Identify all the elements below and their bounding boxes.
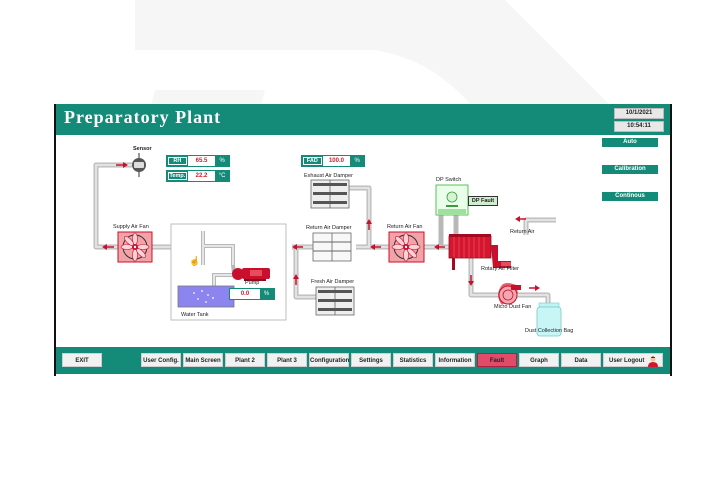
rh-value: 65.5: [187, 156, 216, 166]
nav-graph[interactable]: Graph: [519, 353, 559, 367]
hmi-window: Preparatory Plant 10/1/2021 10:54:11 Aut…: [54, 104, 672, 376]
water-tank-icon: [177, 285, 235, 308]
title-bar: Preparatory Plant 10/1/2021 10:54:11: [56, 104, 670, 135]
page-title: Preparatory Plant: [64, 107, 222, 127]
exhaust-air-damper-label: Exhaust Air Damper: [304, 173, 353, 179]
micro-dust-fan-icon: [498, 283, 521, 305]
nav-user-logout[interactable]: User Logout: [603, 353, 663, 367]
pump-label: Pump: [245, 280, 260, 286]
return-air-damper-icon: [312, 232, 352, 262]
time-display: 10:54:11: [614, 121, 664, 132]
rotary-air-filter-icon: [448, 234, 511, 270]
date-display: 10/1/2021: [614, 108, 664, 119]
piping-layer: [93, 153, 562, 337]
mode-continous-button[interactable]: Continous: [602, 192, 658, 201]
micro-dust-fan-label: Micro Dust Fan: [494, 304, 532, 310]
nav-fault[interactable]: Fault: [477, 353, 517, 367]
mouse-cursor-icon: ☝: [189, 256, 201, 266]
supply-air-fan-icon: [117, 231, 153, 263]
temp-key: Temp.: [168, 172, 187, 180]
dust-collection-bag-icon: [536, 302, 562, 337]
return-air-damper-label: Return Air Damper: [306, 225, 352, 231]
mode-calibration-button[interactable]: Calibration: [602, 165, 658, 174]
dp-switch-label: DP Switch: [436, 177, 462, 183]
nav-data[interactable]: Data: [561, 353, 601, 367]
temp-value: 22.2: [187, 171, 216, 181]
fad-unit: %: [354, 158, 360, 164]
pump-unit: %: [263, 291, 270, 297]
rh-readout: RH 65.5 %: [166, 155, 230, 167]
dp-switch-icon: [435, 184, 469, 216]
return-air-label: Return Air: [510, 229, 535, 235]
fresh-air-damper-icon: [315, 286, 355, 316]
nav-plant-2[interactable]: Plant 2: [225, 353, 265, 367]
rotary-air-filter-label: Rotary Air Filter: [481, 266, 519, 272]
return-air-fan-label: Return Air Fan: [387, 224, 423, 230]
fad-readout: FAD 100.0 %: [301, 155, 365, 167]
rh-key: RH: [168, 157, 187, 165]
exhaust-air-damper-icon: [310, 179, 350, 209]
mode-auto-button[interactable]: Auto: [602, 138, 658, 147]
fad-value: 100.0: [322, 156, 351, 166]
exit-button[interactable]: EXIT: [62, 353, 102, 367]
sensor-icon: [132, 153, 146, 177]
pump-value: 0.0: [230, 289, 260, 299]
water-tank-label: Water Tank: [181, 312, 209, 318]
temp-readout: Temp. 22.2 °C: [166, 170, 230, 182]
return-air-fan-icon: [388, 231, 425, 263]
dp-fault-indicator: DP Fault: [468, 196, 498, 206]
dust-collection-bag-label: Dust Collection Bag: [525, 328, 574, 334]
temp-unit: °C: [218, 173, 226, 179]
user-logout-label: User Logout: [609, 358, 645, 364]
sensor-label: Sensor: [133, 146, 152, 152]
fad-key: FAD: [303, 157, 322, 165]
rh-unit: %: [219, 158, 225, 164]
pump-icon: [232, 268, 270, 281]
pump-readout: 0.0 %: [229, 288, 275, 300]
supply-air-fan-label: Supply Air Fan: [113, 224, 149, 230]
navigation-bar: EXIT User Config. Main Screen Plant 2 Pl…: [56, 347, 670, 374]
fresh-air-damper-label: Fresh Air Damper: [311, 279, 355, 285]
background-watermark: [135, 0, 615, 110]
nav-configuration[interactable]: Configuration: [309, 353, 349, 367]
process-diagram: Sensor Supply Air Fan Water Tank Pump Ex…: [56, 135, 670, 347]
nav-statistics[interactable]: Statistics: [393, 353, 433, 367]
nav-plant-3[interactable]: Plant 3: [267, 353, 307, 367]
flow-arrows: [102, 162, 540, 291]
nav-information[interactable]: Information: [435, 353, 475, 367]
user-avatar-icon: [648, 356, 658, 367]
exhaust-duct: [349, 185, 372, 247]
nav-user-config[interactable]: User Config.: [141, 353, 181, 367]
nav-settings[interactable]: Settings: [351, 353, 391, 367]
nav-main-screen[interactable]: Main Screen: [183, 353, 223, 367]
